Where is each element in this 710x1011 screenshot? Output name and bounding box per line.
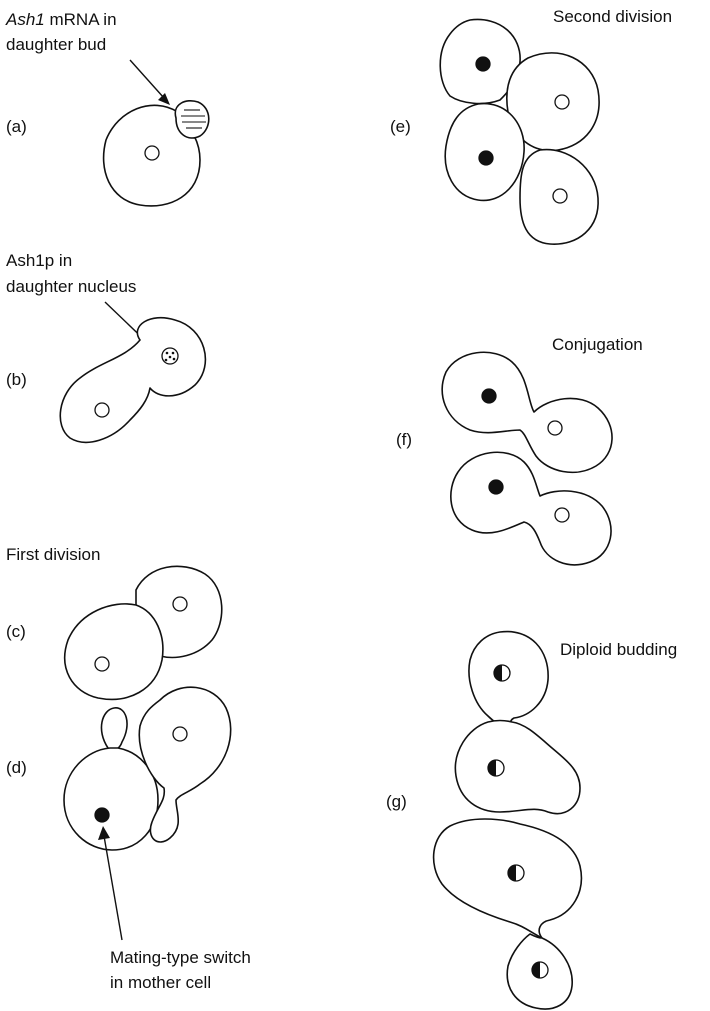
conjugating-pair-top (441, 351, 613, 474)
switched-nucleus (475, 56, 491, 72)
nucleus (554, 507, 570, 523)
panel-a-note-line2: daughter bud (6, 35, 106, 54)
switched-nucleus (481, 388, 497, 404)
mother-cell (63, 603, 164, 701)
panel-d-label: (d) (6, 758, 27, 777)
daughter-nucleus (172, 726, 188, 742)
diploid-nucleus (493, 664, 511, 682)
panel-g: Diploid budding (g) (386, 630, 677, 1010)
panel-d-note-line1: Mating-type switch (110, 948, 251, 967)
panel-d-note-line2: in mother cell (110, 973, 211, 992)
nucleus (554, 94, 570, 110)
panel-f-label: (f) (396, 430, 412, 449)
daughter-cell-budding (138, 686, 232, 843)
panel-f: Conjugation (f) (396, 335, 643, 566)
ash1p-dots (164, 351, 176, 362)
diploid-nucleus (487, 759, 505, 777)
panel-c-title: First division (6, 545, 100, 564)
diploid-cell-lower (432, 818, 583, 939)
panel-a-note-line1: Ash1 mRNA in (5, 10, 117, 29)
mother-nucleus (94, 656, 110, 672)
arrowhead (158, 93, 170, 105)
panel-b-label: (b) (6, 370, 27, 389)
diploid-nucleus (531, 961, 549, 979)
panel-e: Second division (e) (390, 7, 672, 245)
panel-c-label: (c) (6, 622, 26, 641)
nucleus (144, 145, 160, 161)
panel-a: Ash1 mRNA in daughter bud (a) (5, 10, 210, 207)
panel-a-label: (a) (6, 117, 27, 136)
panel-c: First division (c) (6, 545, 223, 701)
mrna-hatch (181, 109, 206, 129)
arrowhead (98, 826, 110, 840)
pointer-arrow (103, 835, 123, 941)
panel-e-label: (e) (390, 117, 411, 136)
mother-nucleus (94, 402, 110, 418)
diploid-cell-upper (454, 719, 581, 815)
diploid-nucleus (507, 864, 525, 882)
cell-top-right (506, 52, 600, 152)
panel-d: (d) Mating-type switch in mother cell (6, 686, 251, 992)
panel-g-title: Diploid budding (560, 640, 677, 659)
mother-bud (100, 707, 128, 751)
switched-mother-nucleus (94, 807, 110, 823)
budding-cell (59, 316, 207, 444)
panel-f-title: Conjugation (552, 335, 643, 354)
panel-b: Ash1p in daughter nucleus (b) (6, 251, 207, 444)
nucleus (552, 188, 568, 204)
panel-e-title: Second division (553, 7, 672, 26)
daughter-bud (174, 100, 210, 139)
nucleus (547, 420, 563, 436)
switched-nucleus (478, 150, 494, 166)
daughter-nucleus (172, 596, 188, 612)
conjugating-pair-bottom (450, 451, 612, 566)
panel-b-note-line1: Ash1p in (6, 251, 72, 270)
switched-nucleus (488, 479, 504, 495)
panel-b-note-line2: daughter nucleus (6, 277, 136, 296)
panel-g-label: (g) (386, 792, 407, 811)
diploid-bud-top (468, 630, 549, 731)
pointer-arrow (129, 59, 165, 99)
mother-cell (63, 747, 159, 851)
